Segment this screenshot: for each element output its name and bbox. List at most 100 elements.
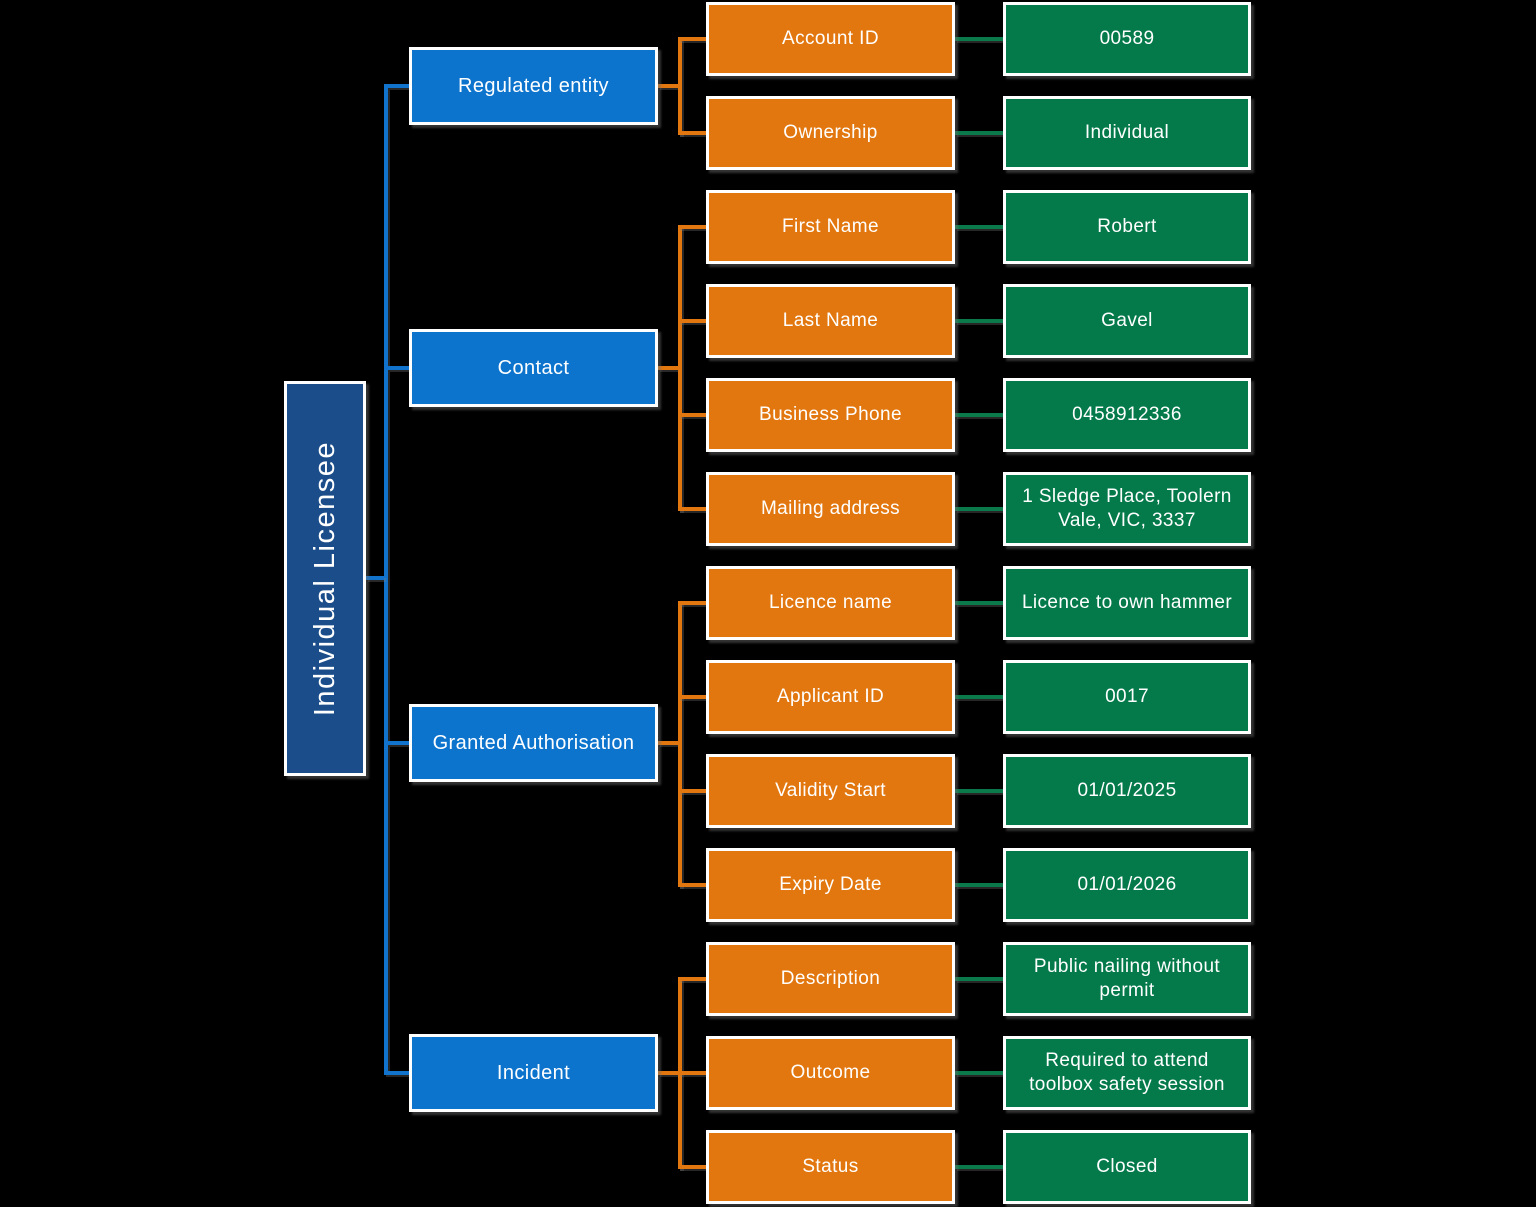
field-node-last-name: Last Name bbox=[706, 284, 955, 358]
connector-green-stub bbox=[955, 1071, 1003, 1075]
value-node-status: Closed bbox=[1003, 1130, 1251, 1204]
connector-orange-stub bbox=[678, 789, 706, 793]
connector-green-stub bbox=[955, 789, 1003, 793]
connector-branch-contact bbox=[388, 366, 409, 370]
field-node-outcome: Outcome bbox=[706, 1036, 955, 1110]
connector-orange-out-regulated-entity bbox=[658, 84, 680, 88]
field-label: Description bbox=[780, 968, 881, 990]
connector-green-stub bbox=[955, 507, 1003, 511]
connector-orange-stub bbox=[678, 695, 706, 699]
connector-orange-stub bbox=[678, 37, 706, 41]
connector-green-stub bbox=[955, 601, 1003, 605]
connector-orange-out-incident bbox=[658, 1071, 680, 1075]
connector-orange-stub bbox=[678, 883, 706, 887]
value-node-description: Public nailing without permit bbox=[1003, 942, 1251, 1016]
connector-orange-stub bbox=[678, 601, 706, 605]
connector-orange-stub bbox=[678, 1071, 706, 1075]
value-text: 01/01/2026 bbox=[1077, 874, 1177, 896]
connector-green-stub bbox=[955, 977, 1003, 981]
value-text: Closed bbox=[1096, 1156, 1158, 1178]
field-node-expiry-date: Expiry Date bbox=[706, 848, 955, 922]
value-node-mailing-address: 1 Sledge Place, Toolern Vale, VIC, 3337 bbox=[1003, 472, 1251, 546]
field-label: Status bbox=[802, 1156, 859, 1178]
field-node-applicant-id: Applicant ID bbox=[706, 660, 955, 734]
connector-green-stub bbox=[955, 695, 1003, 699]
value-text: Licence to own hammer bbox=[1021, 592, 1233, 614]
value-text: Gavel bbox=[1101, 310, 1153, 332]
connector-orange-rail-contact bbox=[678, 225, 682, 511]
connector-root-trunk bbox=[384, 84, 388, 1075]
field-label: First Name bbox=[782, 216, 879, 238]
connector-orange-out-granted-authorisation bbox=[658, 741, 680, 745]
category-node-granted-authorisation: Granted Authorisation bbox=[409, 704, 658, 782]
field-node-licence-name: Licence name bbox=[706, 566, 955, 640]
connector-green-stub bbox=[955, 1165, 1003, 1169]
field-node-validity-start: Validity Start bbox=[706, 754, 955, 828]
field-label: Licence name bbox=[768, 592, 893, 614]
root-node-individual-licensee: Individual Licensee bbox=[284, 381, 366, 776]
category-label: Contact bbox=[497, 356, 570, 379]
connector-orange-out-contact bbox=[658, 366, 680, 370]
value-text: Individual bbox=[1084, 122, 1170, 144]
field-node-description: Description bbox=[706, 942, 955, 1016]
field-node-first-name: First Name bbox=[706, 190, 955, 264]
value-node-last-name: Gavel bbox=[1003, 284, 1251, 358]
value-text: 1 Sledge Place, Toolern Vale, VIC, 3337 bbox=[1022, 486, 1232, 531]
value-node-expiry-date: 01/01/2026 bbox=[1003, 848, 1251, 922]
field-node-status: Status bbox=[706, 1130, 955, 1204]
category-node-contact: Contact bbox=[409, 329, 658, 407]
category-label: Incident bbox=[496, 1061, 571, 1084]
connector-orange-stub bbox=[678, 1165, 706, 1169]
category-node-regulated-entity: Regulated entity bbox=[409, 47, 658, 125]
connector-green-stub bbox=[955, 883, 1003, 887]
value-text: Robert bbox=[1097, 216, 1157, 238]
value-text: 0017 bbox=[1105, 686, 1149, 708]
value-text: Required to attend toolbox safety sessio… bbox=[1029, 1050, 1225, 1095]
connector-orange-stub bbox=[678, 977, 706, 981]
field-node-mailing-address: Mailing address bbox=[706, 472, 955, 546]
value-node-outcome: Required to attend toolbox safety sessio… bbox=[1003, 1036, 1251, 1110]
connector-orange-stub bbox=[678, 131, 706, 135]
value-text: 00589 bbox=[1099, 28, 1155, 50]
field-label: Expiry Date bbox=[779, 874, 882, 896]
value-node-first-name: Robert bbox=[1003, 190, 1251, 264]
connector-branch-incident bbox=[388, 1071, 409, 1075]
connector-green-stub bbox=[955, 131, 1003, 135]
field-label: Last Name bbox=[782, 310, 879, 332]
connector-orange-stub bbox=[678, 319, 706, 323]
category-label: Granted Authorisation bbox=[432, 731, 635, 754]
connector-green-stub bbox=[955, 413, 1003, 417]
field-node-account-id: Account ID bbox=[706, 2, 955, 76]
value-node-business-phone: 0458912336 bbox=[1003, 378, 1251, 452]
field-label: Outcome bbox=[790, 1062, 871, 1084]
value-node-account-id: 00589 bbox=[1003, 2, 1251, 76]
connector-orange-rail-granted-authorisation bbox=[678, 601, 682, 887]
field-node-ownership: Ownership bbox=[706, 96, 955, 170]
value-text: 0458912336 bbox=[1072, 404, 1182, 426]
value-node-licence-name: Licence to own hammer bbox=[1003, 566, 1251, 640]
connector-green-stub bbox=[955, 225, 1003, 229]
connector-branch-regulated-entity bbox=[388, 84, 409, 88]
value-text: Public nailing without permit bbox=[1033, 956, 1221, 1001]
category-label: Regulated entity bbox=[458, 74, 609, 97]
field-label: Validity Start bbox=[775, 780, 886, 802]
field-label: Business Phone bbox=[759, 404, 902, 426]
field-label: Mailing address bbox=[760, 498, 901, 520]
value-node-applicant-id: 0017 bbox=[1003, 660, 1251, 734]
root-node-label: Individual Licensee bbox=[308, 440, 341, 717]
connector-branch-granted-authorisation bbox=[388, 741, 409, 745]
value-node-ownership: Individual bbox=[1003, 96, 1251, 170]
connector-orange-stub bbox=[678, 225, 706, 229]
value-text: 01/01/2025 bbox=[1077, 780, 1177, 802]
connector-orange-stub bbox=[678, 507, 706, 511]
connector-root-link bbox=[366, 576, 384, 580]
field-label: Ownership bbox=[783, 122, 878, 144]
connector-green-stub bbox=[955, 37, 1003, 41]
connector-green-stub bbox=[955, 319, 1003, 323]
field-node-business-phone: Business Phone bbox=[706, 378, 955, 452]
value-node-validity-start: 01/01/2025 bbox=[1003, 754, 1251, 828]
field-label: Applicant ID bbox=[776, 686, 885, 708]
category-node-incident: Incident bbox=[409, 1034, 658, 1112]
field-label: Account ID bbox=[782, 28, 879, 50]
